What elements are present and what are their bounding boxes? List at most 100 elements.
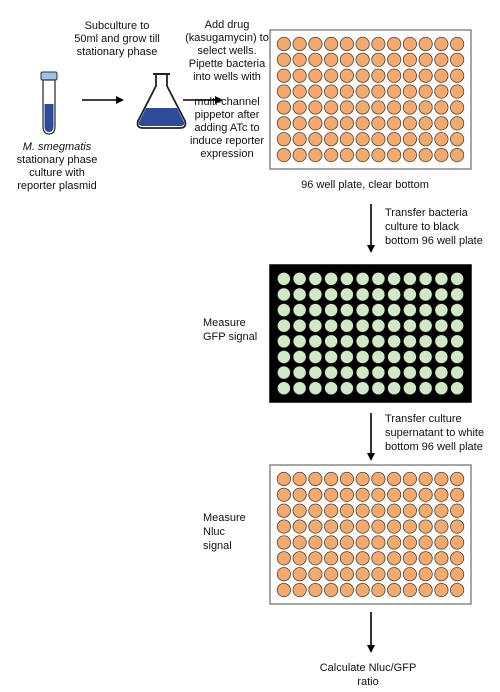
plate-well (276, 381, 291, 396)
plate-well (308, 551, 323, 566)
plate-well (339, 303, 354, 318)
plate-well (371, 535, 386, 550)
plate-well (355, 519, 370, 534)
plate-well (292, 334, 307, 349)
plate-well (276, 349, 291, 364)
plate-well (450, 551, 465, 566)
plate-well (418, 365, 433, 380)
plate-well (308, 318, 323, 333)
plate-clear-bottom (269, 29, 472, 170)
plate-well (355, 318, 370, 333)
plate-well (418, 487, 433, 502)
plate-well (434, 84, 449, 99)
tube-species-label: M. smegmatis (22, 141, 92, 153)
plate-well (450, 381, 465, 396)
plate-well (450, 271, 465, 286)
test-tube-icon (40, 71, 58, 135)
plate-well (434, 471, 449, 487)
plate-well (308, 582, 323, 598)
subculture-line3: stationary phase (76, 46, 158, 58)
plate-well (434, 147, 449, 163)
plate-well (292, 287, 307, 302)
plate-well (308, 349, 323, 364)
plate-well (276, 68, 291, 83)
plate-well (387, 303, 402, 318)
plate-well (387, 84, 402, 99)
plate-well (355, 551, 370, 566)
tube-desc-line1: stationary phase (16, 154, 98, 166)
plate-well (355, 100, 370, 115)
plate1-caption: 96 well plate, clear bottom (301, 179, 429, 191)
plate-well (402, 36, 417, 52)
plate-well (450, 535, 465, 550)
drug-step-line5: into wells with (193, 71, 261, 83)
plate-well (371, 318, 386, 333)
plate-well (434, 365, 449, 380)
plate-well (308, 116, 323, 131)
plate-well (308, 287, 323, 302)
plate-well (339, 551, 354, 566)
plate-well (308, 503, 323, 518)
plate-well (418, 349, 433, 364)
plate-well (434, 303, 449, 318)
plate-well (418, 52, 433, 67)
plate-well (324, 582, 339, 598)
plate-well (276, 567, 291, 582)
plate-well (308, 100, 323, 115)
plate-well (339, 147, 354, 163)
plate-well (276, 303, 291, 318)
plate-well (418, 303, 433, 318)
plate-well (339, 471, 354, 487)
plate-well (387, 36, 402, 52)
drug-step-line2: (kasugamycin) to (185, 32, 269, 44)
plate-well (339, 132, 354, 147)
plate-well (418, 36, 433, 52)
plate-well (434, 318, 449, 333)
plate-well (292, 519, 307, 534)
plate-well (355, 582, 370, 598)
plate-well (434, 582, 449, 598)
plate-well (418, 318, 433, 333)
plate-well (355, 349, 370, 364)
plate-well (292, 487, 307, 502)
plate-well (308, 132, 323, 147)
plate-well (418, 519, 433, 534)
plate-well (324, 381, 339, 396)
plate-well (371, 116, 386, 131)
plate-well (450, 303, 465, 318)
plate-well (355, 487, 370, 502)
plate-well (308, 147, 323, 163)
plate-well (308, 381, 323, 396)
plate-well (387, 334, 402, 349)
plate-well (276, 535, 291, 550)
calculate-line1: Calculate Nluc/GFP (319, 662, 417, 674)
transfer-white-line1: Transfer culture (385, 413, 462, 425)
plate-well (292, 582, 307, 598)
measure-nluc-line2: Nluc (203, 526, 226, 538)
plate-well (339, 271, 354, 286)
plate-well (324, 318, 339, 333)
plate-well (434, 487, 449, 502)
plate-well (371, 582, 386, 598)
plate-well (371, 303, 386, 318)
plate-well (276, 271, 291, 286)
plate-well (355, 68, 370, 83)
plate-well (434, 334, 449, 349)
plate-well (450, 84, 465, 99)
plate-well (308, 487, 323, 502)
plate-well (450, 100, 465, 115)
measure-nluc-line3: signal (203, 540, 232, 552)
plate-well (339, 349, 354, 364)
plate-well (324, 349, 339, 364)
plate-well (324, 303, 339, 318)
plate-well (450, 318, 465, 333)
plate-well (339, 36, 354, 52)
plate-well (450, 487, 465, 502)
plate-well (292, 318, 307, 333)
plate-well (292, 551, 307, 566)
plate-well (324, 147, 339, 163)
plate-well (402, 84, 417, 99)
plate-well (371, 551, 386, 566)
plate-well (308, 519, 323, 534)
plate-well (355, 503, 370, 518)
